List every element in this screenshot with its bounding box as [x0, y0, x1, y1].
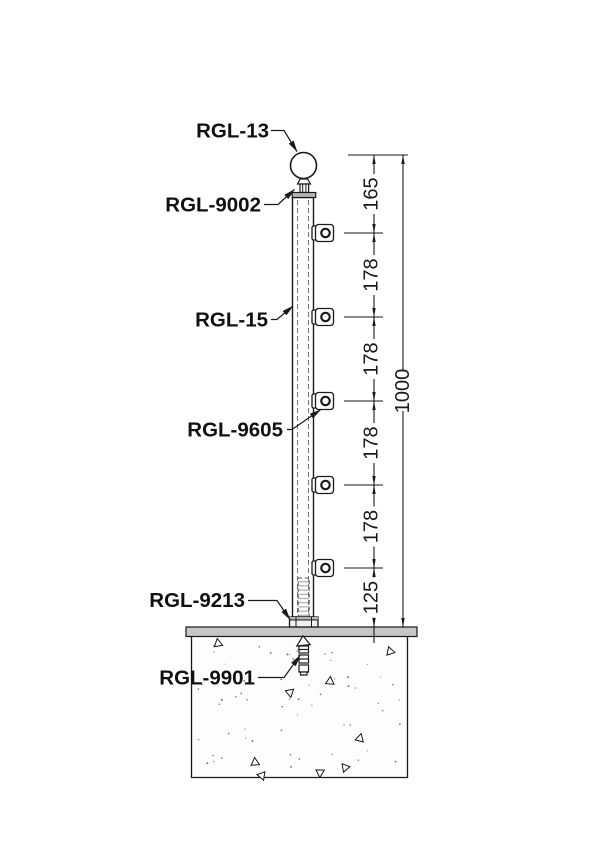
ball-adapter [291, 178, 317, 199]
leader-rgl-9213 [248, 599, 291, 621]
label-rgl-9605: RGL-9605 [187, 419, 283, 442]
part-labels: RGL-13 RGL-9002 RGL-15 RGL-9605 RGL-9213… [149, 120, 283, 690]
dim-165: 165 [361, 177, 383, 210]
post-tube [291, 196, 315, 618]
glass-clamp [311, 223, 335, 243]
ball-cap [289, 151, 318, 180]
label-rgl-13: RGL-13 [196, 120, 269, 143]
dim-125: 125 [361, 581, 383, 614]
expansion-anchor [295, 634, 312, 676]
label-rgl-15: RGL-15 [195, 309, 268, 332]
label-rgl-9901: RGL-9901 [159, 667, 255, 690]
dimension-texts: 165 178 178 178 178 125 1000 [361, 177, 415, 614]
leader-rgl-15 [271, 305, 294, 321]
label-rgl-9002: RGL-9002 [165, 194, 261, 217]
dim-178-1: 178 [361, 258, 383, 291]
dim-1000-overall: 1000 [392, 369, 414, 414]
clamp-bolt-hole [320, 311, 331, 323]
hidden-threaded-insert [297, 577, 310, 618]
leader-lines [248, 129, 322, 679]
leader-rgl-9002 [264, 188, 296, 206]
base-collar [288, 616, 319, 628]
glass-clamp [311, 391, 335, 411]
dim-178-3: 178 [361, 426, 383, 459]
concrete-aggregate-triangles [213, 637, 396, 782]
clamp-bolt-hole [320, 395, 331, 407]
clamp-bolt-hole [320, 479, 331, 491]
clamp-bolt-hole [320, 227, 331, 239]
dim-178-2: 178 [361, 342, 383, 375]
leader-rgl-9901 [258, 654, 301, 679]
dimension-arrowheads [372, 155, 405, 627]
glass-clamps [311, 223, 335, 578]
glass-clamp [311, 307, 335, 327]
leader-rgl-13 [271, 129, 298, 153]
dim-178-4: 178 [361, 510, 383, 543]
label-rgl-9213: RGL-9213 [149, 589, 245, 612]
clamp-bolt-hole [320, 562, 331, 574]
glass-clamp [311, 558, 335, 578]
leader-rgl-9605 [287, 409, 322, 431]
base-plate [185, 626, 418, 638]
glass-clamp [311, 475, 335, 495]
